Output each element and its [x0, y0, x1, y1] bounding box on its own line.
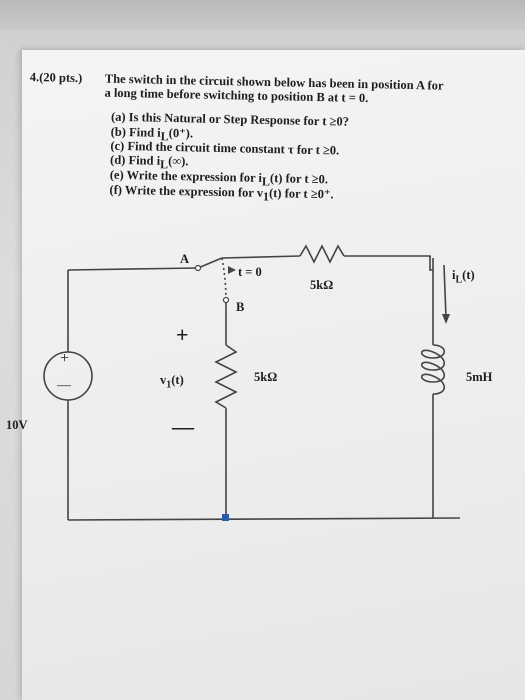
- source-minus-sign: —: [57, 378, 71, 393]
- il-label-tail: (t): [462, 268, 475, 282]
- voltage-source: [43, 351, 93, 401]
- v1-label: v1(t): [160, 373, 184, 391]
- wire-right-top: [429, 256, 433, 271]
- source-plus-sign: +: [60, 350, 70, 367]
- wire-bottom: [67, 517, 461, 521]
- switch-label-a: A: [180, 252, 190, 266]
- v1-minus-sign: —: [172, 414, 194, 439]
- resistor-top: [299, 244, 345, 264]
- bottom-node: [222, 514, 229, 521]
- v1-plus-sign: +: [176, 322, 189, 347]
- v1-label-v: v: [160, 373, 167, 387]
- switch-arrow-head: [228, 266, 236, 274]
- inductor-label: 5mH: [466, 370, 493, 384]
- switch-pivot-a: [194, 264, 202, 272]
- il-arrow-line: [443, 264, 447, 319]
- resistor-mid: [214, 344, 238, 409]
- switch-dashed-path: [221, 257, 227, 301]
- source-value-label: 10V: [6, 418, 28, 432]
- v1-label-sub: 1: [166, 379, 172, 391]
- resistor-top-label: 5kΩ: [310, 278, 334, 292]
- wire-left-top: [67, 267, 199, 271]
- wire-top-from-switch: [221, 255, 301, 259]
- switch-time-label: t = 0: [238, 265, 262, 279]
- switch-label-b: B: [236, 300, 245, 314]
- inductor-coil: [420, 344, 446, 395]
- v1-label-tail: (t): [171, 373, 184, 387]
- il-label-sub: L: [455, 274, 463, 286]
- desk-background: [0, 0, 525, 30]
- wire-top-right: [344, 255, 431, 258]
- resistor-mid-label: 5kΩ: [254, 370, 278, 384]
- switch-blade: [197, 257, 223, 269]
- il-label: iL(t): [452, 268, 475, 286]
- paper-sheet: [22, 50, 525, 700]
- il-arrow-head: [442, 314, 450, 324]
- il-label-i: i: [452, 268, 456, 282]
- switch-contact-b: [222, 296, 230, 304]
